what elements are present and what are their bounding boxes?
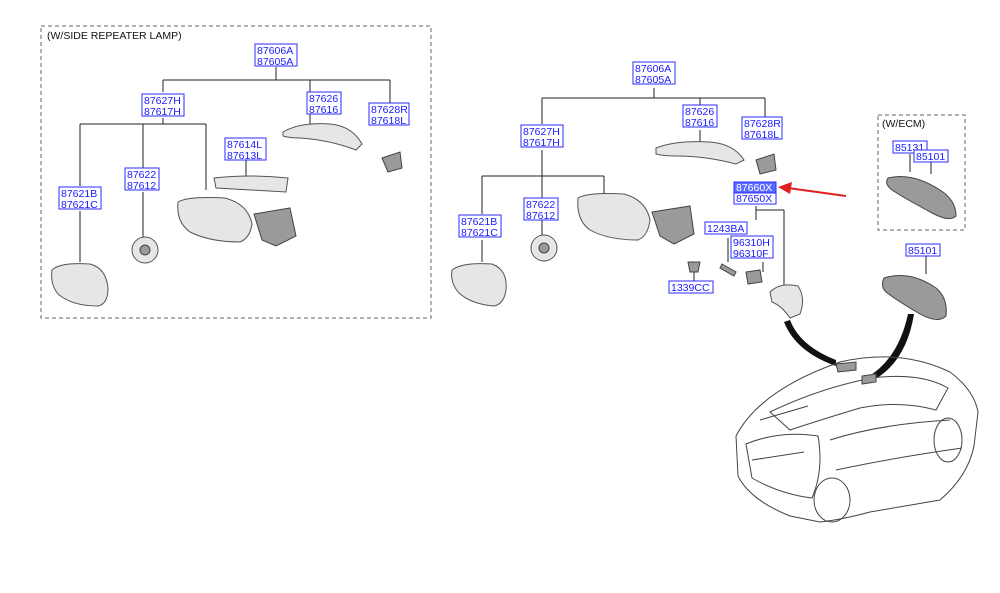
part-label: 1243BA — [707, 223, 744, 235]
mirror-housing-drawing — [177, 197, 297, 247]
highlight-arrow — [778, 182, 847, 197]
section-title-ecm: (W/ECM) — [882, 118, 925, 130]
part-label: 87627H — [523, 126, 560, 138]
part-label: 87622 — [526, 199, 555, 211]
part-label: 87627H — [144, 95, 181, 107]
part-label: 87606A — [635, 63, 671, 75]
ecm-panel: (W/ECM) 85131 85101 — [877, 114, 966, 231]
part-label-highlighted: 87660X — [736, 182, 772, 194]
part-box-1243BA[interactable]: 1243BA — [704, 221, 748, 235]
part-box-87606A-87605A-main[interactable]: 87606A 87605A — [632, 61, 676, 86]
part-label: 87616 — [309, 104, 338, 116]
leader-curve-inside-mirror — [866, 314, 914, 382]
part-label: 87628R — [744, 118, 781, 130]
part-box-1339CC[interactable]: 1339CC — [668, 280, 714, 294]
part-box-87622-87612[interactable]: 87622 87612 — [124, 167, 160, 192]
part-label: 87650X — [736, 193, 772, 205]
actuator-drawing-main — [530, 234, 558, 262]
part-box-87626-87616-main[interactable]: 87626 87616 — [682, 104, 718, 129]
mirror-glass-drawing-main — [451, 263, 507, 307]
part-label: 87613L — [227, 150, 262, 162]
part-box-85101[interactable]: 85101 — [905, 243, 941, 257]
part-box-87621B-87621C-main[interactable]: 87621B 87621C — [458, 214, 502, 239]
inside-mirror-drawing — [881, 275, 947, 320]
part-box-85101-ecm[interactable]: 85101 — [913, 149, 949, 163]
part-label: 87621C — [461, 227, 498, 239]
part-label: 96310H — [733, 237, 770, 249]
part-label: 96310F — [733, 248, 769, 260]
part-label: 87622 — [127, 169, 156, 181]
part-box-87621B-87621C[interactable]: 87621B 87621C — [58, 186, 102, 211]
part-label: 87618L — [744, 129, 779, 141]
part-label: 87628R — [371, 104, 408, 116]
part-label: 87621C — [61, 199, 98, 211]
part-label: 87621B — [461, 216, 497, 228]
part-box-87628R-87618L[interactable]: 87628R 87618L — [368, 102, 410, 127]
part-box-87627H-87617H-main[interactable]: 87627H 87617H — [520, 124, 564, 149]
part-label: 87617H — [523, 137, 560, 149]
part-box-87628R-87618L-main[interactable]: 87628R 87618L — [741, 116, 783, 141]
scalp-cover-drawing-main — [655, 141, 745, 165]
part-box-96310H-96310F[interactable]: 96310H 96310F — [730, 235, 774, 260]
part-label: 87616 — [685, 117, 714, 129]
part-label: 87605A — [635, 74, 671, 86]
part-label: 87618L — [371, 115, 406, 127]
part-box-87614L-87613L[interactable]: 87614L 87613L — [224, 137, 267, 162]
car-outline-drawing — [735, 356, 979, 523]
screw-drawing — [687, 261, 701, 273]
part-label: 85101 — [916, 151, 945, 163]
part-label: 87606A — [257, 45, 293, 57]
part-label: 87626 — [309, 93, 338, 105]
repeater-lamp-drawing — [213, 175, 289, 193]
part-box-87660X-87650X-highlighted[interactable]: 87660X 87650X — [733, 181, 777, 205]
part-label: 87605A — [257, 56, 293, 68]
scalp-cover-drawing — [282, 123, 363, 151]
cap-drawing-main — [755, 153, 777, 175]
section-title-side-repeater: (W/SIDE REPEATER LAMP) — [47, 30, 182, 42]
part-box-87606A-87605A[interactable]: 87606A 87605A — [254, 43, 298, 68]
part-label: 87617H — [144, 106, 181, 118]
part-box-87626-87616[interactable]: 87626 87616 — [306, 91, 342, 116]
sensor-drawing — [745, 269, 763, 285]
part-box-87622-87612-main[interactable]: 87622 87612 — [523, 197, 559, 222]
part-label: 87612 — [526, 210, 555, 222]
part-label: 87614L — [227, 139, 262, 151]
part-label: 1339CC — [671, 282, 710, 294]
leader-curve-mirror — [784, 320, 836, 366]
mirror-housing-drawing-main — [577, 193, 695, 245]
side-repeater-panel: (W/SIDE REPEATER LAMP) 87606A 87605A 876… — [40, 25, 432, 319]
ecm-mirror-drawing — [886, 176, 957, 220]
part-label: 87626 — [685, 106, 714, 118]
part-label: 87621B — [61, 188, 97, 200]
cap-drawing — [381, 151, 403, 173]
mirror-glass-drawing — [51, 263, 109, 307]
actuator-drawing — [131, 236, 159, 264]
main-assembly: 87606A 87605A 87627H 87617H 87626 87616 … — [451, 61, 847, 319]
part-label: 87612 — [127, 180, 156, 192]
mirror-base-cover-drawing — [769, 284, 804, 319]
bolt-drawing — [719, 263, 737, 277]
part-box-87627H-87617H[interactable]: 87627H 87617H — [141, 93, 185, 118]
part-label: 85101 — [908, 245, 937, 257]
